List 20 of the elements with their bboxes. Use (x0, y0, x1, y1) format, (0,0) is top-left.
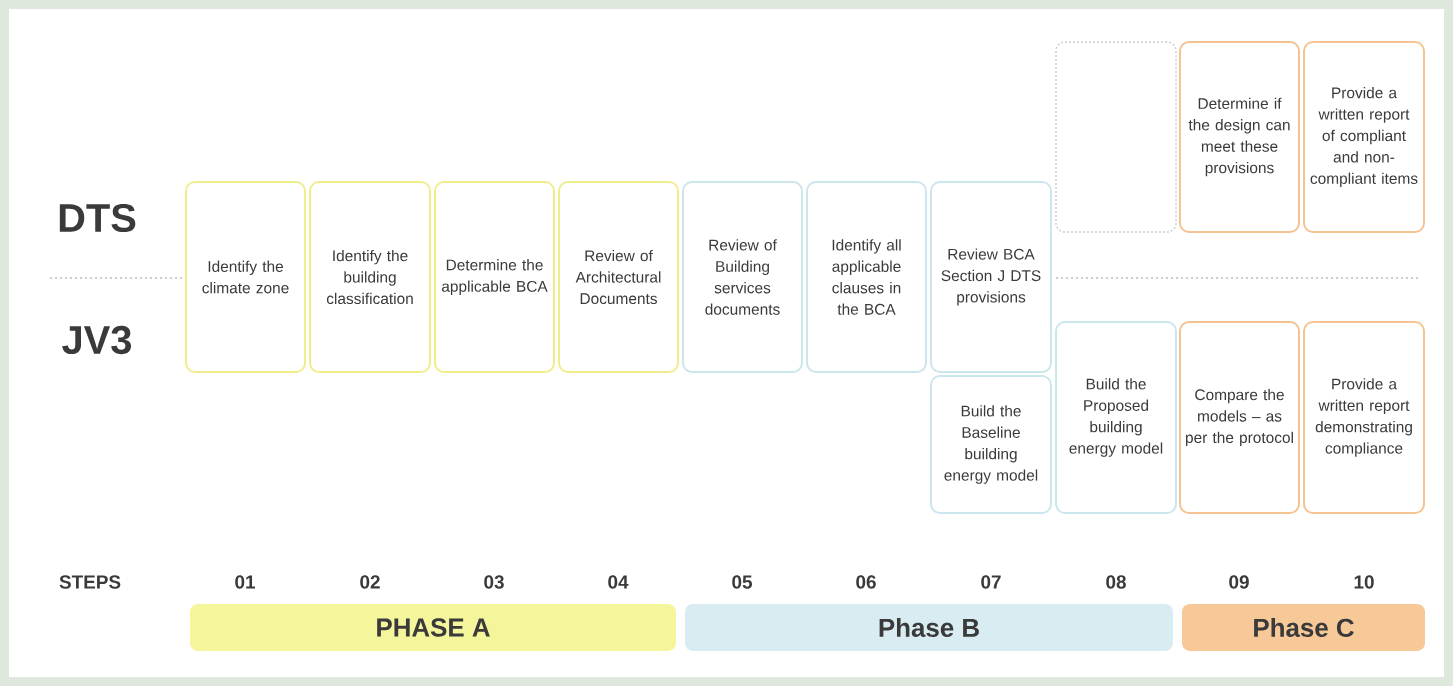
step-box: Build the Proposed building energy model (1055, 321, 1177, 514)
step-box: Compare the models – as per the protocol (1179, 321, 1300, 514)
step-box: Determine the applicable BCA (434, 181, 555, 373)
step-box: Identify the climate zone (185, 181, 306, 373)
phase-bar: Phase C (1182, 604, 1425, 651)
phase-bar: Phase B (685, 604, 1173, 651)
row-label: STEPS (59, 575, 121, 589)
phase-bar: PHASE A (190, 604, 676, 651)
step-box: Determine if the design can meet these provisions (1179, 41, 1300, 233)
step-box: Provide a written report of compliant and non-compliant items (1303, 41, 1425, 233)
empty-box (1055, 41, 1177, 233)
step-box: Provide a written report demonstrating compliance (1303, 321, 1425, 514)
step-box: Review of Building services documents (682, 181, 803, 373)
step-box: Identify the building classification (309, 181, 431, 373)
step-box: Review of Architectural Documents (558, 181, 679, 373)
step-box: Review BCA Section J DTS provisions (930, 181, 1052, 373)
step-box: Build the Baseline building energy model (930, 375, 1052, 514)
row-label: DTS (59, 203, 136, 233)
step-box: Identify all applicable clauses in the BCA (806, 181, 927, 373)
row-label: JV3 (62, 325, 131, 355)
